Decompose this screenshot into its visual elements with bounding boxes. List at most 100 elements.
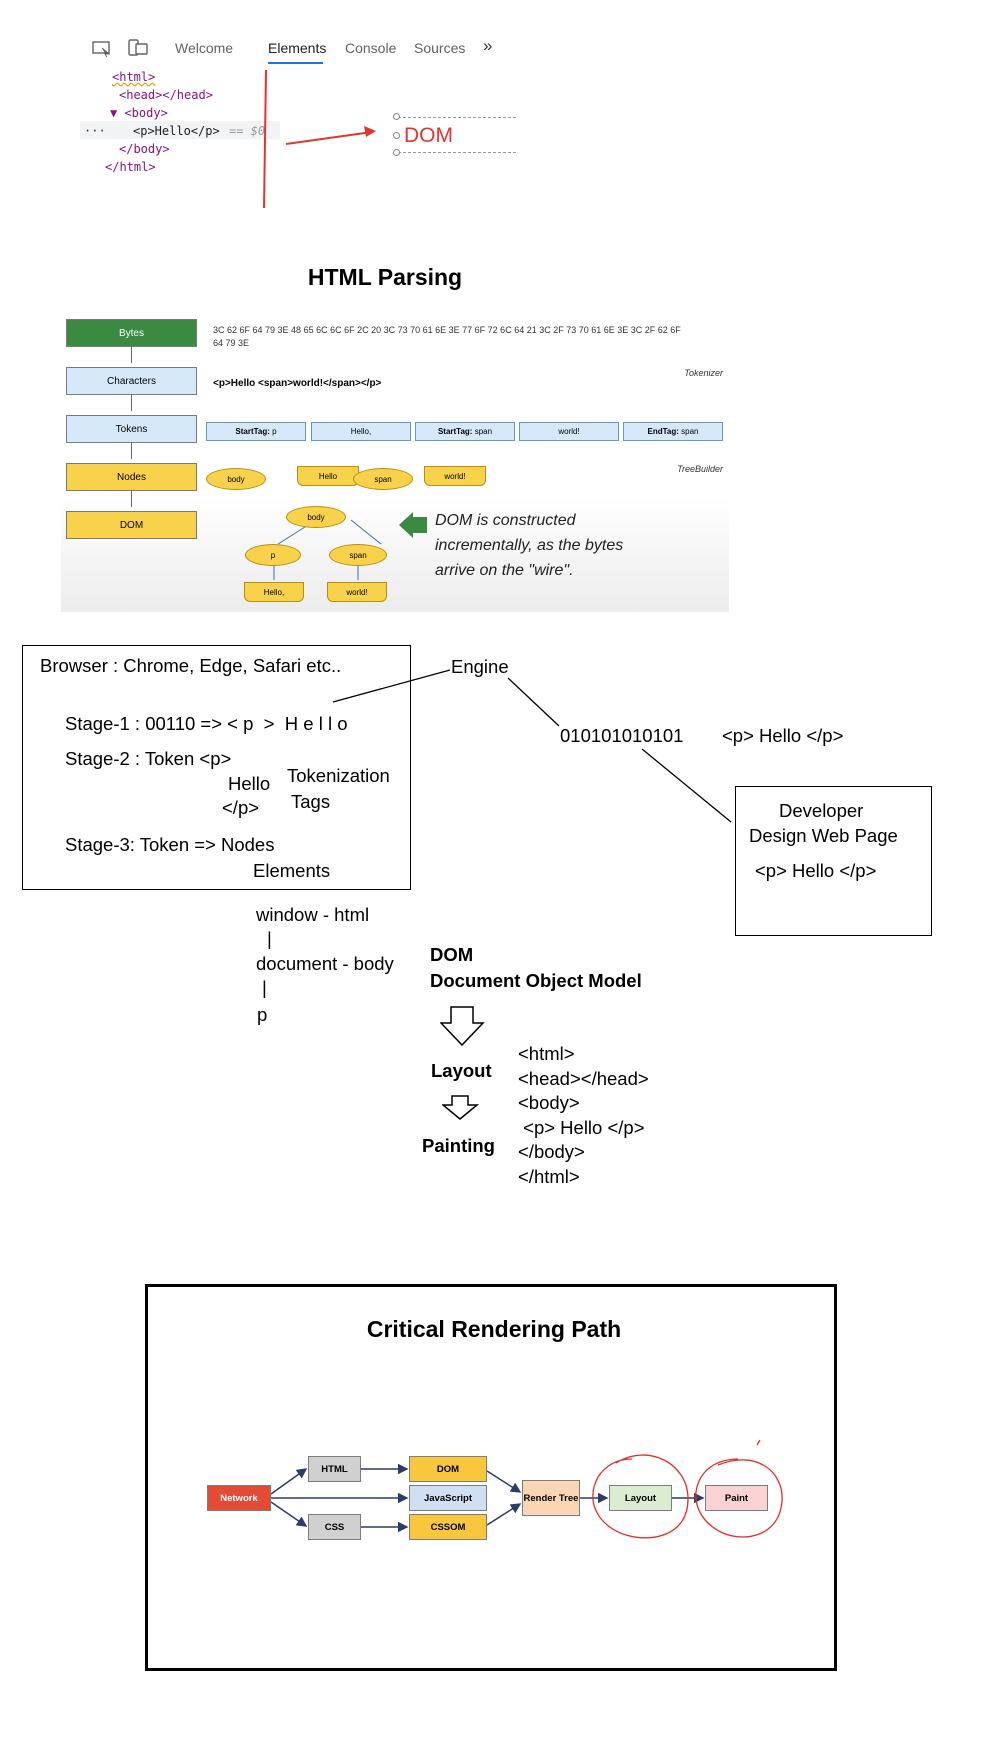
stage2-hello: Hello bbox=[228, 773, 271, 794]
node-world: world! bbox=[424, 466, 486, 486]
code-line-p[interactable]: <p>Hello</p> bbox=[133, 124, 220, 138]
developer-p-hello: <p> Hello </p> bbox=[755, 860, 877, 881]
tab-welcome[interactable]: Welcome bbox=[175, 40, 234, 56]
html-code-line: <body> bbox=[518, 1092, 580, 1113]
code-line-close-body[interactable]: </body> bbox=[119, 142, 170, 156]
tab-console[interactable]: Console bbox=[345, 40, 397, 56]
more-tabs-chevron-icon[interactable]: » bbox=[483, 36, 493, 55]
tokenizer-label: Tokenizer bbox=[684, 368, 723, 378]
crp-dom: DOM bbox=[409, 1456, 487, 1482]
engine-label: Engine bbox=[451, 656, 509, 677]
left-arrow-icon-tail bbox=[413, 517, 427, 533]
resize-handle[interactable] bbox=[393, 149, 400, 156]
tree-node-p: p bbox=[245, 544, 301, 566]
note-line: incrementally, as the bytes bbox=[435, 537, 624, 554]
token-value: span bbox=[678, 427, 699, 436]
p-hello-label: <p> Hello </p> bbox=[722, 725, 844, 746]
ellipsis-icon[interactable]: ··· bbox=[84, 124, 106, 138]
token: StartTag: p bbox=[206, 422, 306, 441]
html-code-line: </html> bbox=[518, 1166, 580, 1187]
active-tab-indicator bbox=[268, 62, 323, 64]
inspect-element-icon[interactable] bbox=[92, 40, 112, 58]
token: StartTag: span bbox=[415, 422, 515, 441]
crp-render-tree: Render Tree bbox=[522, 1480, 580, 1516]
p-label: p bbox=[257, 1004, 268, 1025]
html-code-line: <p> Hello </p> bbox=[518, 1117, 645, 1138]
token-value: Hello, bbox=[350, 427, 372, 436]
browser-box bbox=[22, 645, 411, 890]
window-html-label: window - html bbox=[256, 904, 370, 925]
browser-title: Browser : Chrome, Edge, Safari etc.. bbox=[40, 655, 342, 676]
code-line-html[interactable]: <html> bbox=[112, 70, 156, 84]
stage-nodes: Nodes bbox=[66, 463, 197, 491]
developer-box bbox=[735, 786, 932, 936]
tree-node-span: span bbox=[329, 544, 387, 566]
token-kind: EndTag: bbox=[647, 427, 679, 436]
pipe-line: | bbox=[267, 928, 272, 949]
stage1-note: Stage-1 : 00110 => < p > H e l l o bbox=[65, 713, 348, 734]
token-kind: StartTag: bbox=[235, 427, 270, 436]
dom-tree-edges bbox=[273, 519, 382, 580]
code-line-body[interactable]: ▼ <body> bbox=[110, 106, 168, 120]
stage-connector bbox=[131, 489, 132, 507]
text-box-border-top bbox=[398, 117, 516, 118]
down-arrow-icon bbox=[442, 1095, 480, 1120]
crp-css: CSS bbox=[308, 1514, 361, 1540]
token-value: world! bbox=[558, 427, 580, 436]
red-circle-annotations bbox=[592, 1439, 783, 1539]
treebuilder-label: TreeBuilder bbox=[677, 464, 723, 474]
node-body: body bbox=[206, 468, 266, 490]
stage2-note: Stage-2 : Token <p> bbox=[65, 748, 232, 769]
crp-network: Network bbox=[207, 1485, 271, 1511]
stage-connector bbox=[131, 393, 132, 411]
html-code-line: <html> bbox=[518, 1043, 575, 1064]
tab-elements[interactable]: Elements bbox=[268, 40, 327, 56]
crp-arrows bbox=[270, 1463, 705, 1533]
tokenization-label: Tokenization bbox=[287, 765, 390, 786]
token: EndTag: span bbox=[623, 422, 723, 441]
left-arrow-icon bbox=[399, 512, 413, 538]
resize-handle[interactable] bbox=[393, 113, 400, 120]
layout-label: Layout bbox=[431, 1060, 492, 1081]
devtools-panel: Welcome Elements Console Sources » <html… bbox=[0, 0, 1000, 230]
code-line-head[interactable]: <head></head> bbox=[119, 88, 213, 102]
connector-lines bbox=[332, 669, 732, 823]
token-kind: StartTag: bbox=[437, 427, 473, 436]
node-span: span bbox=[353, 468, 413, 490]
stage2-close-p: </p> bbox=[222, 797, 260, 818]
document-object-model-label: Document Object Model bbox=[430, 970, 642, 991]
selected-node-marker: == $0 bbox=[229, 124, 266, 138]
tags-label: Tags bbox=[291, 791, 331, 812]
tree-node-body: body bbox=[286, 506, 346, 528]
html-parsing-title: HTML Parsing bbox=[307, 264, 463, 290]
down-arrow-icon bbox=[440, 1006, 485, 1047]
resize-handle[interactable] bbox=[393, 132, 400, 139]
crp-title: Critical Rendering Path bbox=[366, 1316, 622, 1342]
selected-node-row[interactable] bbox=[80, 121, 280, 139]
document-body-label: document - body bbox=[256, 953, 394, 974]
crp-paint: Paint bbox=[705, 1485, 768, 1511]
stage-connector bbox=[131, 345, 132, 363]
painting-label: Painting bbox=[422, 1135, 495, 1156]
token-value: span bbox=[472, 427, 493, 436]
stage3-note: Stage-3: Token => Nodes bbox=[65, 834, 275, 855]
stage3-elements: Elements bbox=[253, 860, 331, 881]
tab-sources[interactable]: Sources bbox=[414, 40, 466, 56]
bytes-sequence: 3C 62 6F 64 79 3E 48 65 6C 6C 6F 2C 20 3… bbox=[213, 325, 681, 348]
crp-javascript: JavaScript bbox=[409, 1485, 487, 1511]
dom-annotation[interactable]: DOM bbox=[404, 124, 453, 147]
device-toolbar-icon[interactable] bbox=[127, 38, 149, 58]
red-pen-annotation bbox=[263, 69, 376, 209]
stage-tokens: Tokens bbox=[66, 415, 197, 443]
tree-leaf-world: world! bbox=[327, 582, 387, 602]
characters-sequence: <p>Hello <span>world!</span></p> bbox=[213, 378, 382, 389]
crp-layout: Layout bbox=[609, 1485, 672, 1511]
code-line-close-html[interactable]: </html> bbox=[105, 160, 156, 174]
stage-bytes: Bytes bbox=[66, 319, 197, 347]
binary-label: 010101010101 bbox=[560, 725, 684, 746]
note-line: arrive on the "wire". bbox=[435, 562, 574, 579]
note-line: DOM is constructed bbox=[435, 512, 576, 529]
dom-label: DOM bbox=[430, 944, 474, 965]
pipe-line: | bbox=[262, 977, 267, 998]
html-code-line: <head></head> bbox=[518, 1068, 649, 1089]
